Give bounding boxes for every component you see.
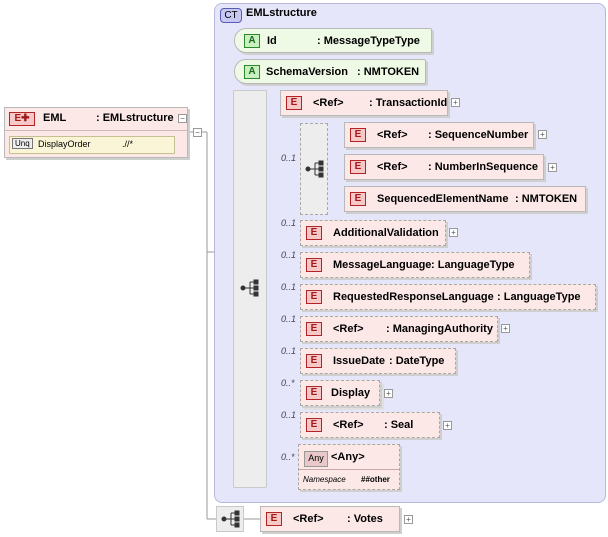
element-icon: E: [306, 354, 322, 368]
element-name: MessageLanguage: [333, 259, 432, 271]
attribute-name: SchemaVersion: [266, 66, 348, 78]
any-ns-value: ##other: [361, 475, 390, 484]
element-type: : TransactionId: [369, 97, 448, 109]
root-collapse-icon[interactable]: −: [193, 128, 202, 137]
attribute-type: : NMTOKEN: [357, 66, 420, 78]
element-type: : SequenceNumber: [428, 129, 529, 141]
group-cardinality: 0..1: [281, 153, 297, 163]
element-name: SequencedElementName: [377, 193, 509, 205]
expand-icon[interactable]: +: [449, 228, 458, 237]
element-icon: E: [286, 96, 302, 110]
element-icon: E: [306, 386, 322, 400]
element-cardinality: 0..1: [281, 410, 297, 420]
expand-icon[interactable]: +: [384, 389, 393, 398]
attribute-schemaversion[interactable]: A SchemaVersion : NMTOKEN: [234, 59, 426, 84]
any-ns-label: Namespace: [303, 475, 346, 484]
element-icon: E: [306, 258, 322, 272]
element-name: Display: [331, 387, 371, 399]
element-numberinsequence[interactable]: E <Ref> : NumberInSequence: [344, 154, 544, 180]
attribute-icon: A: [244, 65, 260, 79]
unique-name: DisplayOrder: [38, 139, 91, 149]
any-name: <Any>: [331, 451, 365, 463]
any-icon: Any: [304, 451, 328, 467]
element-display[interactable]: E Display: [300, 380, 380, 406]
element-type: : Seal: [384, 419, 414, 431]
element-managingauthority[interactable]: E <Ref> : ManagingAuthority: [300, 316, 498, 342]
element-additionalvalidation[interactable]: E AdditionalValidation: [300, 220, 446, 246]
element-icon: E: [350, 160, 366, 174]
any-divider: [299, 469, 399, 470]
element-name: IssueDate: [333, 355, 385, 367]
collapse-icon[interactable]: −: [178, 114, 187, 123]
element-sequencenumber[interactable]: E <Ref> : SequenceNumber: [344, 122, 534, 148]
element-cardinality: 0..*: [281, 378, 295, 388]
element-type: : Votes: [347, 513, 383, 525]
expand-icon[interactable]: +: [404, 515, 413, 524]
element-badge-icon: E✚: [9, 112, 35, 126]
element-type: : LanguageType: [431, 259, 515, 271]
element-name: <Ref>: [377, 161, 408, 173]
element-name: <Ref>: [333, 419, 364, 431]
complex-type-icon: CT: [220, 8, 242, 23]
attribute-name: Id: [267, 35, 277, 47]
votes-sequence-icon: [221, 510, 240, 528]
element-votes[interactable]: E <Ref> : Votes: [260, 506, 400, 532]
element-name: <Ref>: [313, 97, 344, 109]
element-icon: E: [266, 512, 282, 526]
element-icon: E: [306, 418, 322, 432]
element-name: RequestedResponseLanguage: [333, 291, 494, 303]
complex-type-name: EMLstructure: [246, 7, 317, 19]
element-icon: E: [306, 226, 322, 240]
element-transactionid[interactable]: E <Ref> : TransactionId: [280, 90, 448, 116]
unique-selector: .//*: [122, 139, 134, 149]
element-type: : NMTOKEN: [515, 193, 578, 205]
inner-sequence-icon: [305, 160, 324, 178]
element-name: AdditionalValidation: [333, 227, 439, 239]
element-requestedresponselanguage[interactable]: E RequestedResponseLanguage : LanguageTy…: [300, 284, 596, 310]
element-icon: E: [306, 322, 322, 336]
unique-constraint-row: Unq DisplayOrder .//*: [9, 136, 175, 154]
attribute-icon: A: [244, 34, 260, 48]
root-element-type: : EMLstructure: [96, 112, 174, 124]
expand-icon[interactable]: +: [451, 98, 460, 107]
element-cardinality: 0..1: [281, 346, 297, 356]
element-name: <Ref>: [333, 323, 364, 335]
element-name: <Ref>: [377, 129, 408, 141]
attribute-type: : MessageTypeType: [317, 35, 420, 47]
expand-icon[interactable]: +: [548, 163, 557, 172]
element-icon: E: [350, 192, 366, 206]
expand-icon[interactable]: +: [501, 324, 510, 333]
element-messagelanguage[interactable]: E MessageLanguage : LanguageType: [300, 252, 530, 278]
element-cardinality: 0..1: [281, 314, 297, 324]
expand-icon[interactable]: +: [538, 130, 547, 139]
unique-icon: Unq: [12, 138, 33, 149]
element-cardinality: 0..1: [281, 218, 297, 228]
element-cardinality: 0..1: [281, 250, 297, 260]
element-type: : ManagingAuthority: [386, 323, 493, 335]
root-element-header: E✚ EML : EMLstructure −: [5, 108, 187, 131]
element-icon: E: [306, 290, 322, 304]
element-type: : NumberInSequence: [428, 161, 539, 173]
any-cardinality: 0..*: [281, 452, 295, 462]
element-icon: E: [350, 128, 366, 142]
element-name: <Ref>: [293, 513, 324, 525]
element-issuedate[interactable]: E IssueDate : DateType: [300, 348, 456, 374]
expand-icon[interactable]: +: [443, 421, 452, 430]
element-seal[interactable]: E <Ref> : Seal: [300, 412, 440, 438]
root-element-eml[interactable]: E✚ EML : EMLstructure − Unq DisplayOrder…: [4, 107, 188, 158]
element-cardinality: 0..1: [281, 282, 297, 292]
any-element[interactable]: Any <Any> Namespace ##other: [298, 444, 400, 490]
attribute-id[interactable]: A Id : MessageTypeType: [234, 28, 432, 53]
element-sequencedelementname[interactable]: E SequencedElementName : NMTOKEN: [344, 186, 586, 212]
element-type: : DateType: [389, 355, 445, 367]
sequence-icon: [240, 279, 259, 297]
element-type: : LanguageType: [497, 291, 581, 303]
root-element-name: EML: [43, 112, 67, 124]
